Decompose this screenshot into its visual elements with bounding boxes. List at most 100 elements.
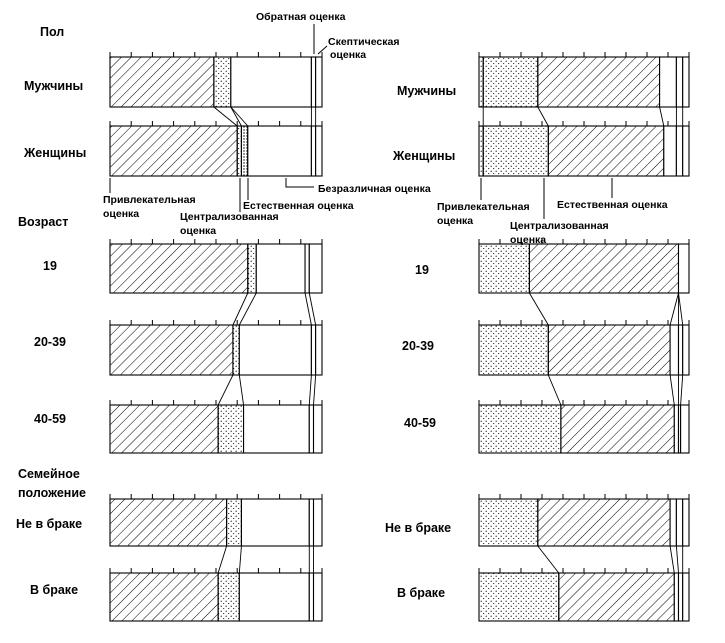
svg-text:Централизованная: Централизованная [180,211,279,223]
bar-segment-скептическая [315,125,323,177]
annot-attractive-rating: Привлекательная оценка [103,194,196,220]
bar-segment-скептическая [312,572,323,622]
bar-row-6 [478,568,690,622]
bar-segment-скептическая [677,243,690,294]
bar-segment-безразличная [673,572,680,622]
bars-layer [109,52,690,622]
bar-row-5 [109,494,323,547]
row-label-married: В браке [30,583,78,597]
bar-segment-привлекательная [109,56,215,108]
bar-segment-централизованная [478,404,562,454]
bar-segment-централизованная [478,572,560,622]
right-row-label-unmarried: Не в браке [385,521,451,535]
bar-segment-централизованная [478,324,549,376]
bar-segment-естественная [537,498,671,547]
bar-segment-централизованная [217,572,240,622]
annot-line-skeptical [317,45,328,55]
bar-segment-естественная [547,324,671,376]
bar-segment-централизованная [478,243,530,294]
right-annot-natural-rating: Естественная оценка [557,199,668,211]
bar-row-1 [109,121,323,177]
right-row-label-age-19: 19 [415,263,429,277]
bar-row-6 [109,568,323,622]
bar-segment-обратная [310,125,317,177]
bar-segment-безразличная [243,404,310,454]
bar-segment-обратная [310,56,317,108]
tick-marks [109,239,323,244]
bar-segment-безразличная [255,243,306,294]
row-label-age-40-59: 40-59 [34,412,66,426]
bar-segment-привлекательная [109,324,234,376]
tick-marks [109,568,323,573]
bar-row-2 [109,239,323,294]
row-label-unmarried: Не в браке [16,517,82,531]
bar-segment-скептическая [315,56,323,108]
bar-segment-безразличная [240,498,310,547]
svg-text:оценка: оценка [510,234,546,246]
bar-segment-централизованная [482,125,549,177]
svg-text:Привлекательная: Привлекательная [437,201,530,213]
bar-segment-обратная [308,572,315,622]
bar-row-3 [109,320,323,376]
group-label-marital-line1: Семейное [18,467,80,481]
bar-segment-централизованная [247,243,257,294]
bar-segment-скептическая [312,498,323,547]
right-row-label-men: Мужчины [397,84,456,98]
row-label-women: Женщины [23,146,86,160]
bar-segment-естественная [560,404,675,454]
tick-marks [109,494,323,499]
right-row-label-women: Женщины [392,149,455,163]
bar-segment-безразличная [669,498,677,547]
bar-segment-централизованная [217,404,245,454]
right-annot-attractive-rating: Привлекательная оценка [437,201,530,227]
panel-right [478,52,690,622]
bar-segment-естественная [528,243,680,294]
group-label-marital-line2: положение [18,486,86,500]
bar-segment-централизованная [478,498,539,547]
bar-segment-привлекательная [478,125,484,177]
annot-centralized-rating: Централизованная оценка [180,211,279,237]
svg-text:оценка: оценка [330,49,366,61]
bar-segment-централизованная [482,56,539,108]
annot-reverse-rating: Обратная оценка [256,11,346,23]
bar-segment-привлекательная [109,243,249,294]
bar-segment-скептическая [680,404,690,454]
tick-marks [478,121,690,126]
bar-segment-централизованная [226,498,242,547]
bar-segment-естественная [547,125,665,177]
svg-text:Привлекательная: Привлекательная [103,194,196,206]
bar-segment-привлекательная [109,498,228,547]
tick-marks [109,121,323,126]
bar-segment-обратная [675,498,684,547]
bar-row-1 [478,121,690,177]
panel-left [109,52,323,622]
right-row-label-age-20-39: 20-39 [402,339,434,353]
svg-text:Централизованная: Централизованная [510,220,609,232]
row-label-age-20-39: 20-39 [34,335,66,349]
bar-segment-безразличная [230,56,312,108]
connector-lines [482,106,684,574]
annot-skeptical-rating: Скептическая оценка [328,36,399,61]
bar-segment-централизованная [232,324,240,376]
bar-segment-привлекательная [109,404,219,454]
row-label-age-19: 19 [43,259,57,273]
row-label-men: Мужчины [24,79,83,93]
group-label-sex: Пол [40,25,64,39]
bar-segment-скептическая [312,404,323,454]
bar-row-0 [478,52,690,108]
tick-marks [478,568,690,573]
bar-segment-безразличная [659,56,677,108]
bar-row-2 [478,239,690,294]
bar-segment-скептическая [682,125,690,177]
tick-marks [478,494,690,499]
svg-text:оценка: оценка [180,225,216,237]
annot-indifferent-rating: Безразличная оценка [318,183,431,195]
bar-segment-обратная [308,404,315,454]
tick-marks [478,320,690,325]
bar-segment-централизованная [236,125,242,177]
svg-text:Скептическая: Скептическая [328,36,399,48]
bar-segment-скептическая [682,498,690,547]
bar-segment-обратная [675,125,684,177]
bar-segment-обратная [677,572,684,622]
bar-segment-безразличная [238,572,310,622]
